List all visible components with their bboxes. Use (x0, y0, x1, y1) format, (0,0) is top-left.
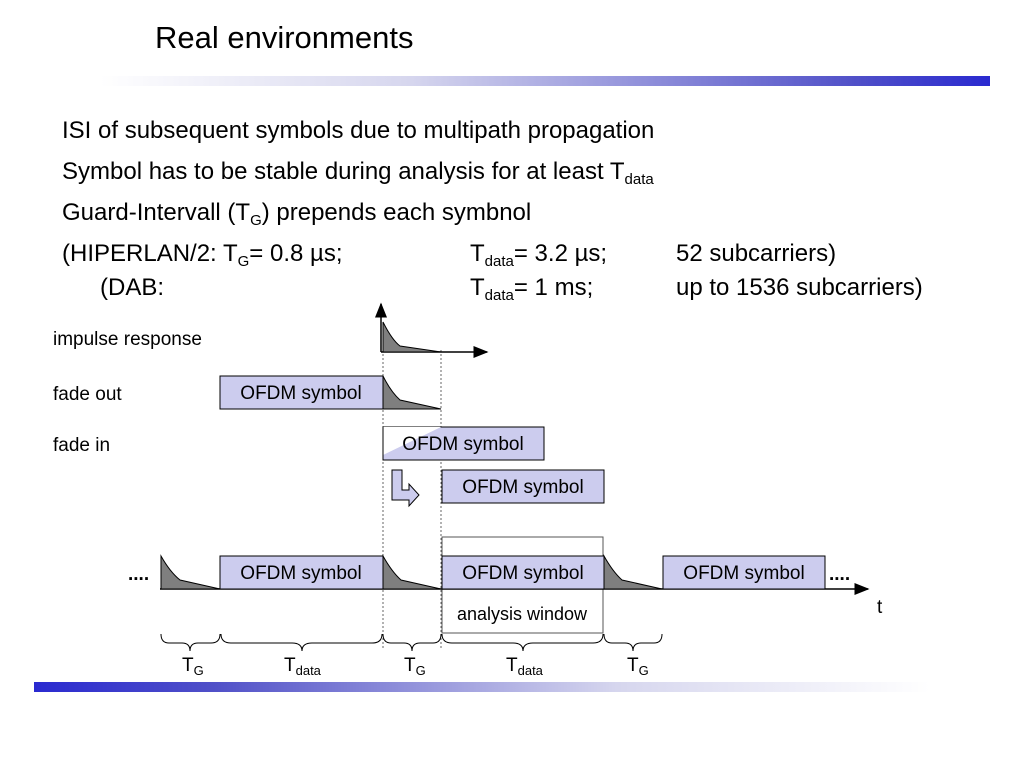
hiperlan-tdata: Tdata= 3.2 µs; (470, 240, 608, 270)
analysis-window-label: analysis window (457, 604, 588, 624)
fade-in-ramp (383, 427, 441, 460)
hiperlan-subcarriers: 52 subcarriers) (676, 240, 837, 267)
ofdm-symbol-main-1 (219, 555, 384, 590)
ellipsis-left: .... (128, 564, 149, 585)
brace-label-tdata-2: Tdata (506, 655, 544, 678)
ofdm-symbol-label: OFDM symbol (240, 383, 361, 404)
top-accent-bar (100, 76, 990, 86)
label-fade-in: fade in (53, 435, 111, 456)
impulse-response-shape (382, 321, 442, 353)
guard-tail-3 (603, 554, 663, 590)
brace-label-tg-1: TG (182, 655, 204, 678)
brace-tg-2 (382, 633, 442, 652)
ofdm-symbol-label: OFDM symbol (683, 563, 804, 584)
slide-title: Real environments (155, 20, 414, 55)
ofdm-symbol-main-2 (441, 555, 605, 590)
guard-tail-1 (160, 554, 221, 590)
fade-out-tail (382, 375, 442, 410)
bullet-dab: (DAB: (100, 274, 165, 301)
bullet-isi: ISI of subsequent symbols due to multipa… (62, 117, 655, 144)
brace-label-tg-2: TG (404, 655, 426, 678)
time-axis-label: t (877, 597, 883, 618)
label-fade-out: fade out (53, 384, 122, 405)
brace-label-tg-3: TG (627, 655, 649, 678)
interval-braces (160, 633, 663, 652)
bottom-accent-bar (34, 682, 930, 692)
brace-tg-1 (160, 633, 221, 652)
dab-subcarriers: up to 1536 subcarriers) (676, 274, 923, 301)
bullet-hiperlan: (HIPERLAN/2: TG= 0.8 µs; (62, 240, 343, 270)
brace-tdata-1 (220, 633, 383, 652)
brace-tdata-2 (441, 633, 604, 652)
bullet-guard-interval: Guard-Intervall (TG) prepends each symbn… (62, 199, 532, 229)
label-impulse-response: impulse response (53, 329, 202, 350)
ofdm-symbol-label: OFDM symbol (240, 563, 361, 584)
shift-arrow (391, 469, 420, 508)
ofdm-symbol-main-3 (662, 555, 826, 590)
ofdm-symbol-label: OFDM symbol (462, 563, 583, 584)
ofdm-symbol-label: OFDM symbol (462, 477, 583, 498)
guard-tail-2 (382, 554, 442, 590)
ellipsis-right: .... (829, 564, 850, 585)
ofdm-symbol-label: OFDM symbol (402, 434, 523, 455)
ofdm-symbol-shifted (441, 469, 605, 504)
brace-tg-3 (603, 633, 663, 652)
brace-label-tdata-1: Tdata (284, 655, 322, 678)
bullet-symbol-stable: Symbol has to be stable during analysis … (62, 158, 654, 188)
dab-tdata: Tdata= 1 ms; (470, 274, 594, 304)
